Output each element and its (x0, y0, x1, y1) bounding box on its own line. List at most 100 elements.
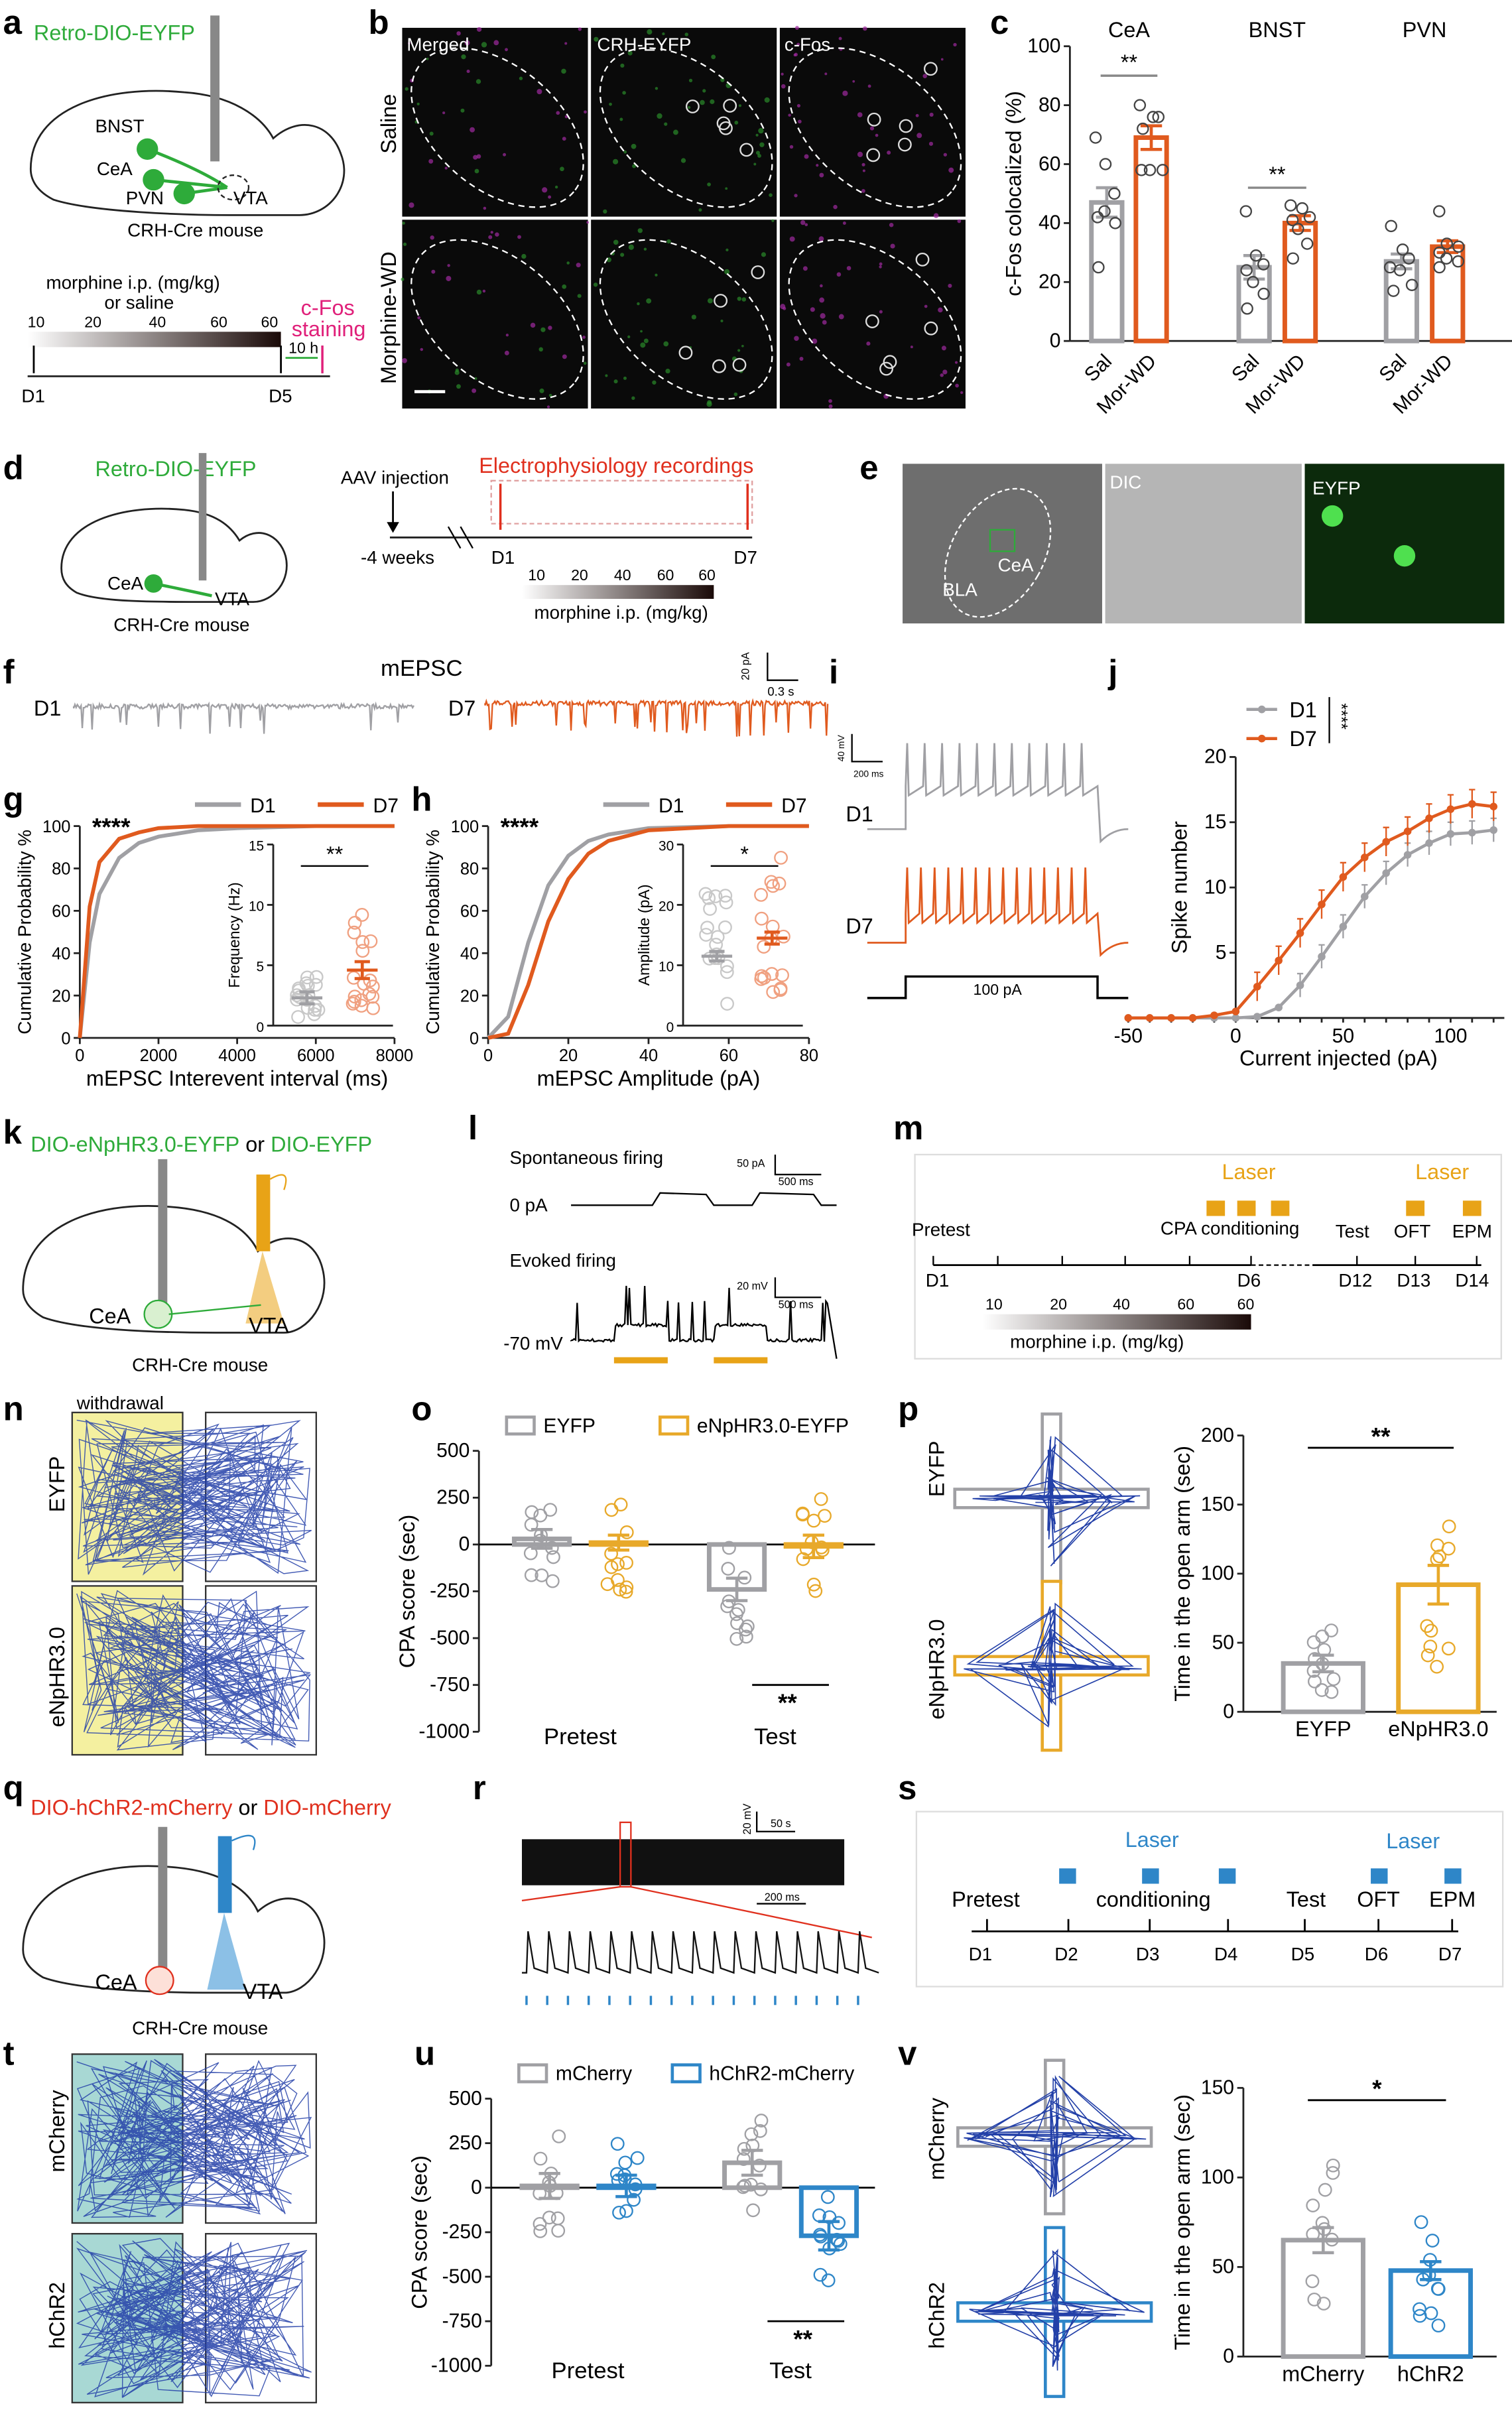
data-point (604, 1503, 619, 1517)
error-bar (615, 2173, 637, 2198)
data-point (355, 908, 369, 922)
y-axis-label: Time in the open arm (sec) (1170, 1446, 1194, 1702)
x-tick-label: Sal (1228, 350, 1263, 386)
data-point (543, 1503, 558, 1517)
cell-signal (466, 69, 470, 74)
cell-signal (647, 29, 653, 35)
y-tick-label: 40 (460, 945, 479, 964)
dose-gradient (27, 332, 281, 348)
data-point (738, 1622, 753, 1637)
phase-test: Test (1287, 1887, 1326, 1911)
cell-signal (861, 189, 865, 193)
svg-text:60: 60 (698, 566, 716, 584)
data-point (1405, 279, 1418, 291)
brain-outline (29, 90, 346, 216)
x-tick-label: 0 (75, 1047, 84, 1065)
data-point (1440, 237, 1453, 250)
panel-label: t (3, 2035, 15, 2072)
y-axis-label: Cumulative Probability % (422, 830, 443, 1035)
y-axis-label: CPA score (sec) (395, 1515, 419, 1669)
data-point (754, 2114, 769, 2127)
cell-signal (887, 151, 891, 155)
cell-signal (628, 244, 634, 250)
y-tick-label: -250 (442, 2221, 482, 2243)
cell-signal (940, 58, 944, 61)
data-point (1318, 2183, 1332, 2197)
data-point (1425, 814, 1433, 822)
x-axis-label: mEPSC Interevent interval (ms) (86, 1066, 388, 1090)
data-point (766, 985, 781, 999)
y-tick-label: 0 (666, 1020, 674, 1035)
cell-signal (867, 84, 871, 88)
cell-signal (924, 304, 928, 308)
data-point (1433, 261, 1446, 274)
cell-signal (403, 242, 407, 246)
inset-mean-D7 (757, 930, 788, 946)
y-tick-label: 500 (436, 1440, 470, 1462)
cell-signal (922, 74, 927, 78)
cell-signal (879, 310, 883, 314)
cell-signal (666, 239, 671, 244)
column-merged: Merged (407, 34, 469, 55)
data-point (1424, 2306, 1438, 2320)
data-point (1361, 854, 1369, 861)
virus1-label: DIO-hChR2-mCherry (31, 1795, 233, 1819)
micrograph (402, 220, 588, 409)
data-point (1361, 893, 1369, 901)
data-point (1316, 2297, 1331, 2311)
data-point (757, 940, 771, 954)
cell-signal (780, 304, 786, 310)
data-point (1452, 240, 1465, 253)
laser-bar (613, 1357, 668, 1364)
cell-signal (540, 327, 546, 332)
data-point (775, 968, 789, 982)
cell-signal (804, 223, 808, 227)
y-tick-label: 500 (449, 2088, 482, 2110)
data-point (1315, 1629, 1330, 1643)
or-label: or (245, 1132, 265, 1156)
y-axis-label: Frequency (Hz) (225, 882, 243, 987)
cell-signal (402, 357, 407, 363)
panel-label: c (990, 3, 1009, 41)
day-d5: D5 (269, 386, 292, 407)
data-point (774, 850, 788, 865)
cell-signal (928, 141, 934, 146)
error-bar (531, 1527, 553, 1550)
track-path (76, 2238, 312, 2398)
withdrawal-label: withdrawal (76, 1393, 164, 1413)
y-tick-label: 100 (1027, 35, 1060, 57)
data-point (1092, 261, 1105, 274)
y-tick-label: 250 (449, 2132, 482, 2154)
x-tick-label: Test (754, 1724, 796, 1749)
panel-label: b (369, 3, 389, 41)
data-point (710, 930, 725, 944)
data-point (1305, 2274, 1320, 2289)
svg-text:10: 10 (28, 313, 45, 330)
cell-signal (822, 320, 827, 325)
cell-signal (578, 27, 582, 31)
cell-signal (548, 393, 552, 397)
data-point (533, 2151, 548, 2166)
cell-signal (643, 338, 649, 344)
cell-marker (899, 119, 913, 133)
cell-signal (680, 158, 686, 163)
data-point (1098, 205, 1111, 218)
ephys-label: Electrophysiology recordings (479, 454, 753, 477)
data-point (754, 887, 768, 902)
cell-signal (538, 347, 543, 352)
cell-signal (481, 42, 487, 48)
y-tick-label: -250 (430, 1580, 470, 1602)
cell-signal (938, 307, 943, 313)
y-tick-label: 20 (659, 899, 674, 915)
cell-signal (940, 373, 944, 377)
data-point (365, 989, 380, 1004)
cell-signal (536, 89, 542, 95)
cell-signal (444, 166, 448, 170)
group-label: BNST (1249, 18, 1306, 42)
cell-signal (456, 31, 461, 36)
cell-signal (657, 113, 662, 119)
dose-title: morphine i.p. (mg/kg) (1010, 1332, 1184, 1352)
